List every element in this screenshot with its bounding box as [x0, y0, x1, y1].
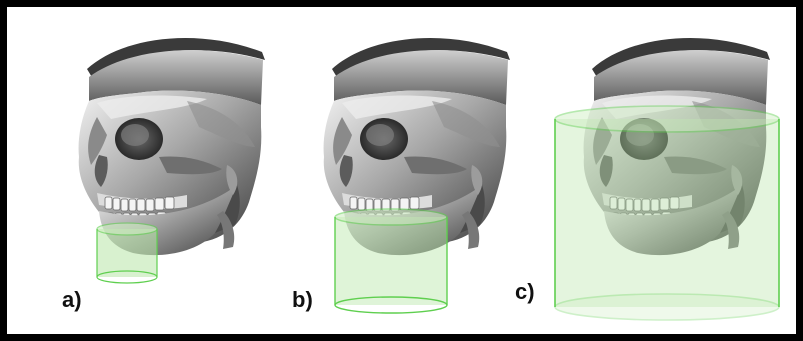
- fov-cylinder-a: [97, 223, 157, 283]
- panel-label-a: a): [62, 287, 82, 312]
- figure-canvas: a) b): [7, 7, 796, 334]
- panel-c: c): [515, 38, 779, 320]
- panel-b: b): [292, 38, 510, 313]
- panel-label-c: c): [515, 279, 535, 304]
- panel-a: a): [62, 38, 265, 312]
- skull-fov-illustration: a) b): [7, 7, 796, 334]
- panel-label-b: b): [292, 287, 313, 312]
- skull-image-a: [79, 38, 265, 255]
- fov-cylinder-c: [555, 106, 779, 320]
- fov-cylinder-b: [335, 209, 447, 313]
